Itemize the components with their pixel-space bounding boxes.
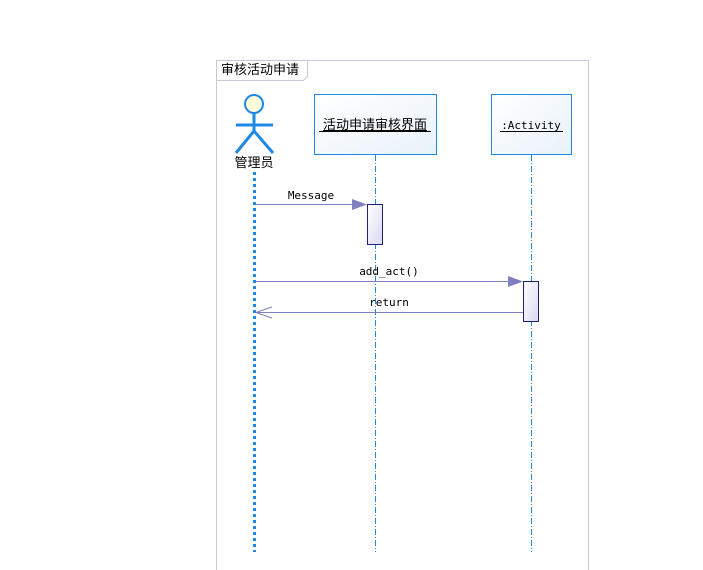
message-3-return[interactable]: return <box>254 296 523 319</box>
object-label: :Activity <box>501 119 561 132</box>
activation-ui <box>367 204 383 245</box>
filled-arrowhead-icon <box>508 276 523 287</box>
activation-activity <box>523 281 539 322</box>
filled-arrowhead-icon <box>352 199 367 210</box>
message-label: return <box>369 296 409 309</box>
stick-figure-icon <box>234 94 275 154</box>
frame-title: 审核活动申请 <box>221 63 299 78</box>
actor-label: 管理员 <box>234 156 273 171</box>
message-2[interactable]: add_act() <box>256 265 523 287</box>
message-label: add_act() <box>359 265 419 278</box>
object-box <box>491 94 572 155</box>
lifeline-ui[interactable]: 活动申请审核界面 <box>314 94 437 155</box>
frame-title-tab <box>216 60 308 81</box>
lifeline-activity[interactable]: :Activity <box>491 94 572 155</box>
message-label: Message <box>288 189 334 202</box>
actor-admin[interactable]: 管理员 <box>234 94 275 171</box>
object-label: 活动申请审核界面 <box>323 118 427 133</box>
open-arrowhead-icon <box>254 306 273 319</box>
object-box <box>314 94 437 155</box>
message-1[interactable]: Message <box>256 189 367 210</box>
